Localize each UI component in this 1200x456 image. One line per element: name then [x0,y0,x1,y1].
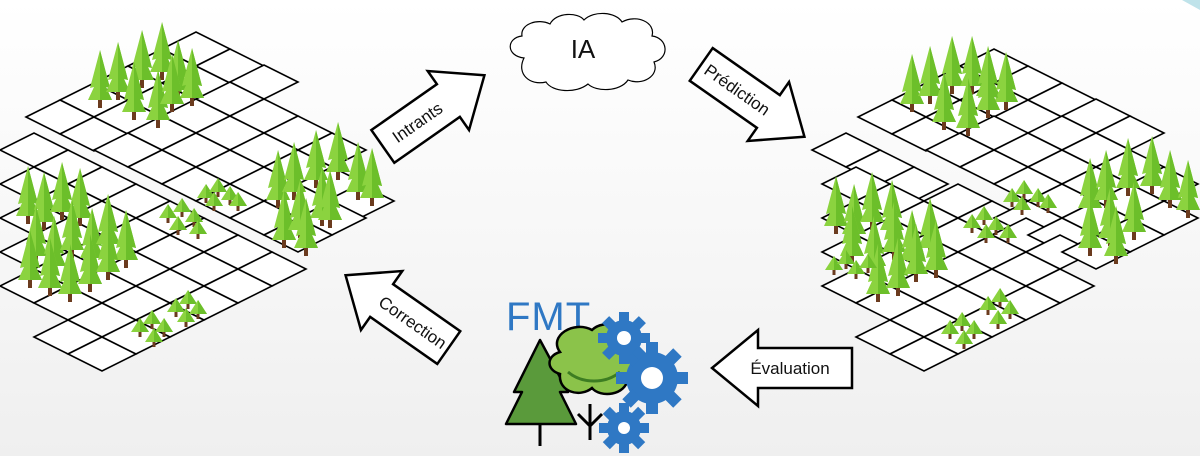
forest-map-left [0,22,395,372]
corner-decoration [1182,0,1200,10]
logo-gear-top-icon [598,312,650,364]
arrow-evaluation: Évaluation [710,327,854,409]
ai-cloud-label: IA [571,34,596,64]
logo-conifer-icon [504,338,578,446]
arrow-prediction: Prédiction [688,46,807,143]
arrow-evaluation-label: Évaluation [750,359,829,378]
arrow-intrants: Intrants [369,69,487,165]
ai-cloud: IA [509,12,666,92]
logo-gear-bottom-icon [599,403,649,453]
arrow-correction: Correction [343,269,462,366]
forest-map-right [811,36,1200,372]
fmt-logo: FMT [504,295,688,453]
